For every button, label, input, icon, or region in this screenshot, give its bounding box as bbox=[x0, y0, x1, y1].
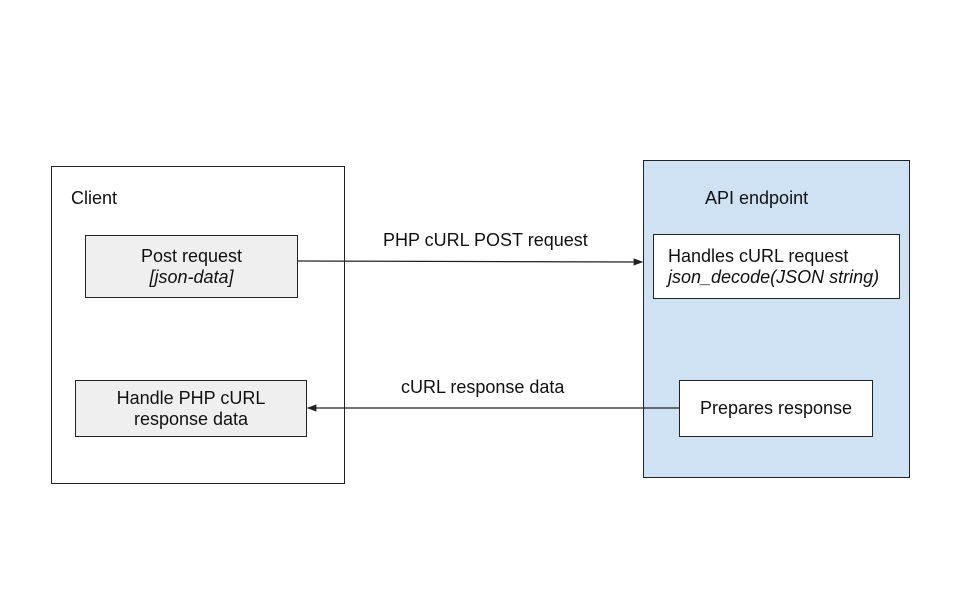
response-arrow-label: cURL response data bbox=[401, 377, 565, 397]
client-title: Client bbox=[71, 188, 118, 208]
handles-request-label: Handles cURL request bbox=[668, 245, 849, 266]
prepares-response-label: Prepares response bbox=[699, 398, 853, 418]
request-arrow bbox=[297, 258, 644, 266]
handle-response-line1: Handle PHP cURL bbox=[116, 387, 266, 408]
prepares-response-box: Prepares response bbox=[679, 380, 873, 437]
handles-request-box: Handles cURL request json_decode(JSON st… bbox=[653, 234, 900, 299]
post-request-label: Post request bbox=[140, 245, 243, 266]
post-request-box: Post request [json-data] bbox=[85, 235, 298, 298]
client-container bbox=[51, 166, 345, 484]
json-data-label: [json-data] bbox=[149, 266, 234, 287]
handle-response-line2: response data bbox=[133, 408, 249, 429]
api-endpoint-title: API endpoint bbox=[705, 188, 809, 208]
handle-response-box: Handle PHP cURL response data bbox=[75, 380, 307, 437]
json-decode-label: json_decode(JSON string) bbox=[668, 266, 880, 287]
request-arrow-label: PHP cURL POST request bbox=[383, 230, 588, 250]
